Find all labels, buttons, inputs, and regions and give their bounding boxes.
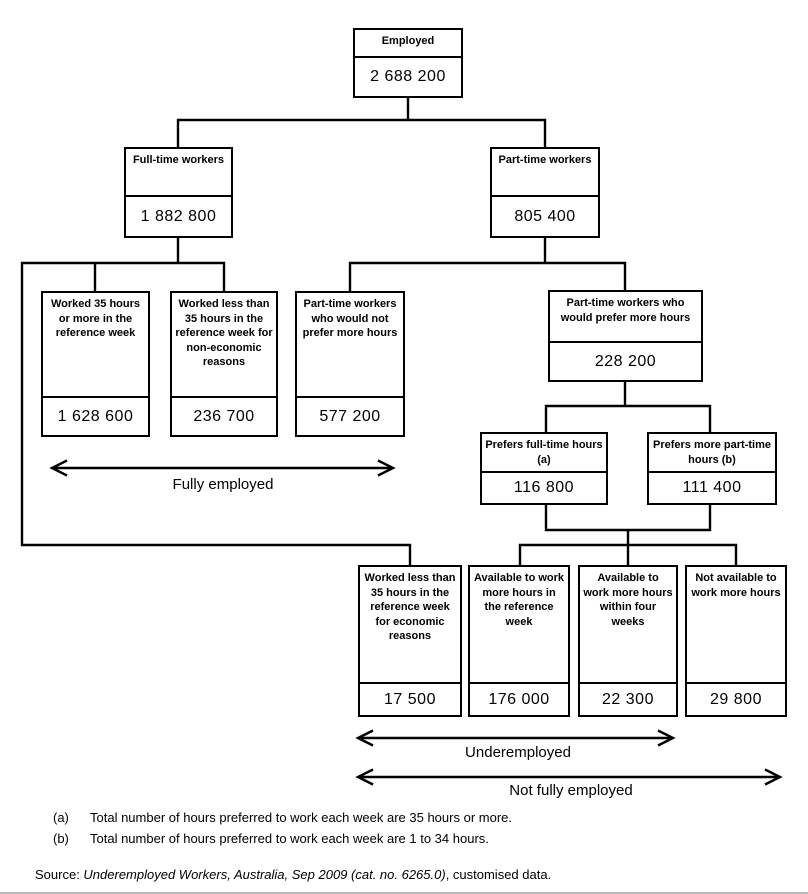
not-fully-employed-arrow-label: Not fully employed: [509, 782, 633, 799]
node-available-four-weeks: Available to work more hours within four…: [578, 565, 678, 717]
node-prefers-more-part-time-value: 111 400: [682, 479, 742, 496]
underemployed-arrow-label: Underemployed: [465, 744, 571, 761]
node-pt-would-prefer-value: 228 200: [594, 352, 657, 370]
underemployed-arrow: [355, 729, 676, 747]
node-prefers-full-time: Prefers full-time hours (a) 116 800: [480, 432, 608, 505]
source-line: Source: Underemployed Workers, Australia…: [35, 867, 551, 882]
node-part-time-workers-label: Part-time workers: [492, 149, 598, 197]
node-not-available-value: 29 800: [710, 690, 762, 708]
tree-connectors: [20, 96, 738, 567]
node-worked-35-or-more-label: Worked 35 hours or more in the reference…: [43, 293, 148, 398]
node-prefers-full-time-label: Prefers full-time hours (a): [482, 434, 606, 473]
node-not-available-label: Not available to work more hours: [687, 567, 785, 684]
node-worked-less-non-economic-label: Worked less than 35 hours in the referen…: [172, 293, 276, 398]
node-prefers-more-part-time-label: Prefers more part-time hours (b): [649, 434, 775, 473]
node-employed-value: 2 688 200: [370, 68, 446, 85]
node-worked-less-non-economic: Worked less than 35 hours in the referen…: [170, 291, 278, 437]
node-available-four-weeks-value: 22 300: [602, 690, 654, 708]
node-full-time-workers-value: 1 882 800: [140, 207, 217, 225]
node-available-ref-week: Available to work more hours in the refe…: [468, 565, 570, 717]
node-employed: Employed 2 688 200: [353, 28, 463, 98]
node-prefers-full-time-value: 116 800: [513, 479, 575, 496]
node-pt-would-not-prefer: Part-time workers who would not prefer m…: [295, 291, 405, 437]
node-available-four-weeks-label: Available to work more hours within four…: [580, 567, 676, 684]
node-worked-less-economic-label: Worked less than 35 hours in the referen…: [360, 567, 460, 684]
node-employed-label: Employed: [355, 30, 461, 58]
fully-employed-arrow-label: Fully employed: [172, 476, 274, 493]
node-not-available: Not available to work more hours 29 800: [685, 565, 787, 717]
footnote-b: (b) Total number of hours preferred to w…: [53, 831, 489, 846]
node-part-time-workers: Part-time workers 805 400: [490, 147, 600, 238]
node-worked-less-economic-value: 17 500: [384, 690, 436, 708]
source-prefix: Source:: [35, 867, 84, 882]
node-available-ref-week-value: 176 000: [488, 690, 550, 708]
bottom-border: [0, 892, 808, 894]
footnote-b-marker: (b): [53, 831, 69, 846]
source-suffix: , customised data.: [445, 867, 552, 882]
node-part-time-workers-value: 805 400: [514, 207, 576, 225]
fully-employed-arrow: [49, 459, 396, 477]
node-full-time-workers-label: Full-time workers: [126, 149, 231, 197]
node-pt-would-prefer: Part-time workers who would prefer more …: [548, 290, 703, 382]
node-pt-would-not-prefer-label: Part-time workers who would not prefer m…: [297, 293, 403, 398]
node-worked-less-non-economic-value: 236 700: [193, 407, 255, 425]
node-available-ref-week-label: Available to work more hours in the refe…: [470, 567, 568, 684]
footnote-a-marker: (a): [53, 810, 69, 825]
node-full-time-workers: Full-time workers 1 882 800: [124, 147, 233, 238]
footnote-a-text: Total number of hours preferred to work …: [90, 810, 512, 825]
node-worked-35-or-more-value: 1 628 600: [57, 407, 134, 425]
node-pt-would-prefer-label: Part-time workers who would prefer more …: [550, 292, 701, 343]
source-citation: Underemployed Workers, Australia, Sep 20…: [83, 867, 446, 882]
not-fully-employed-arrow: [355, 768, 783, 786]
footnote-a: (a) Total number of hours preferred to w…: [53, 810, 512, 825]
node-pt-would-not-prefer-value: 577 200: [319, 407, 381, 425]
node-worked-35-or-more: Worked 35 hours or more in the reference…: [41, 291, 150, 437]
node-worked-less-economic: Worked less than 35 hours in the referen…: [358, 565, 462, 717]
footnote-b-text: Total number of hours preferred to work …: [90, 831, 489, 846]
node-prefers-more-part-time: Prefers more part-time hours (b) 111 400: [647, 432, 777, 505]
